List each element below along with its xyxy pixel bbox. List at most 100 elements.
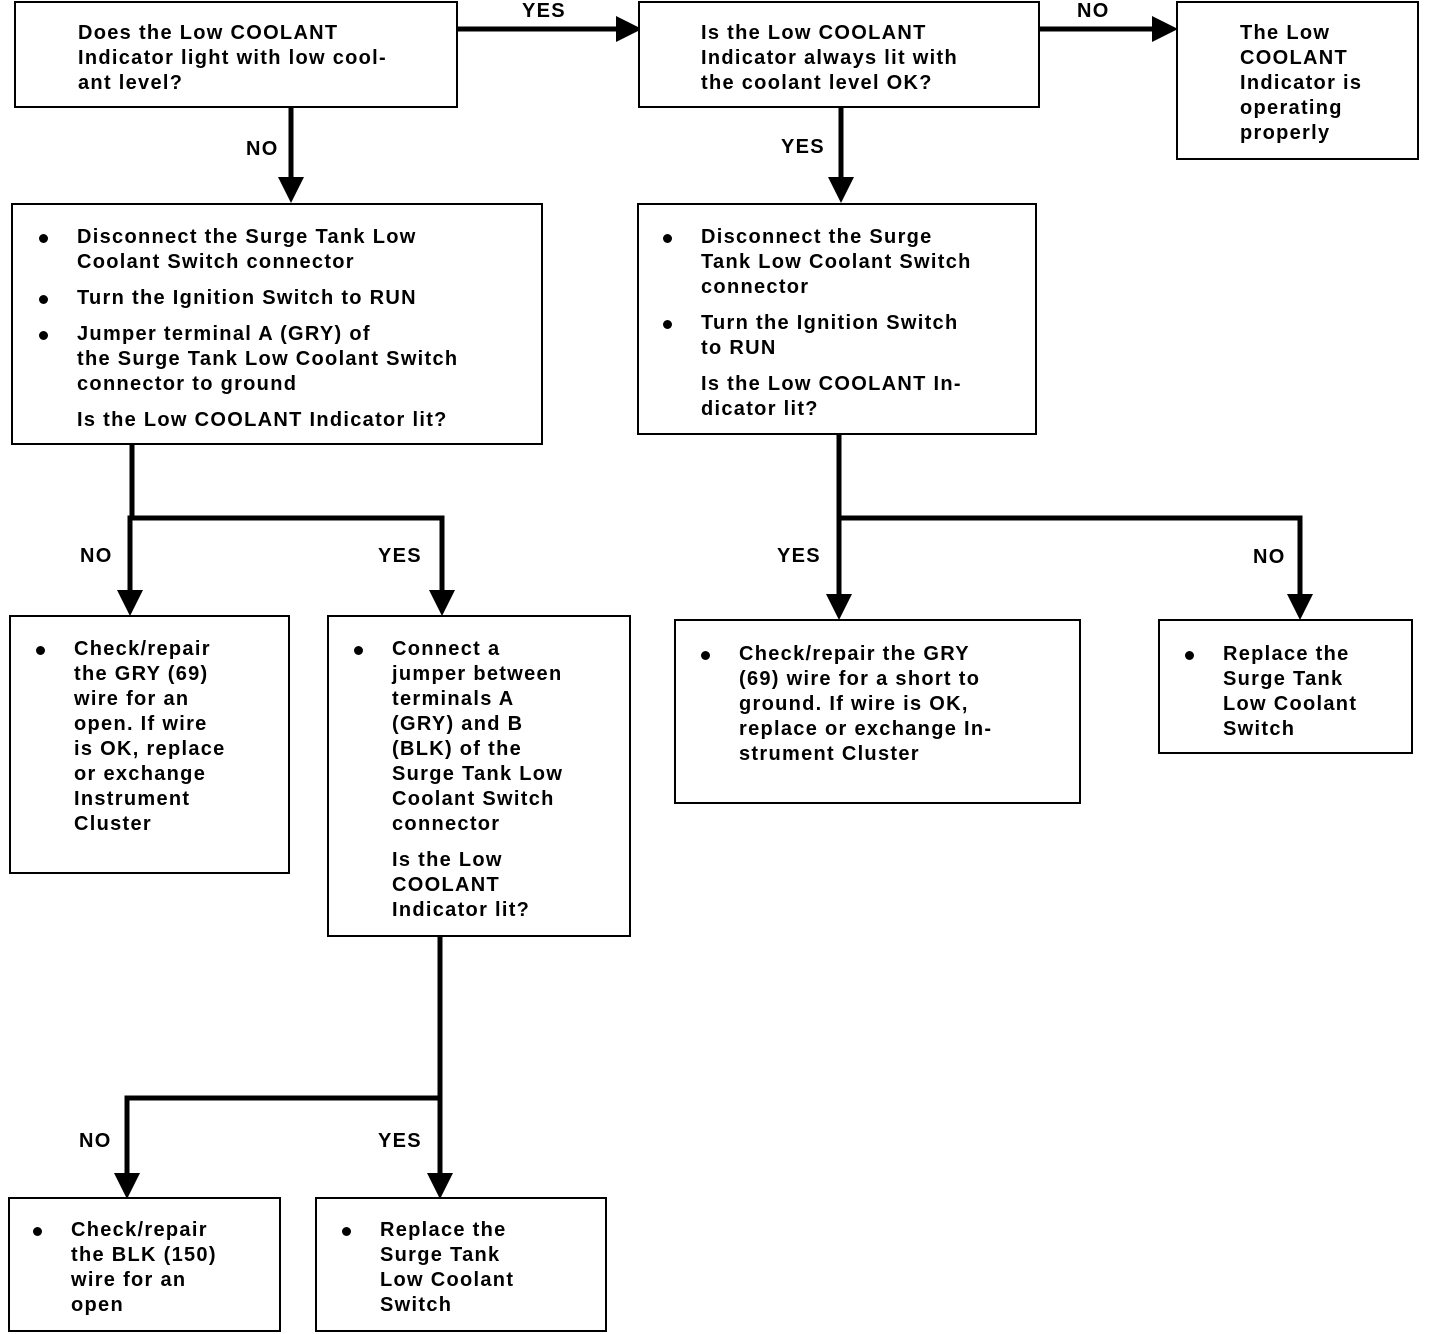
step-item: Disconnect the Surge Tank Low Coolant Sw… (39, 225, 541, 275)
box-line: replace or exchange In- (739, 718, 993, 740)
arrowhead-jumper-no (114, 1173, 140, 1199)
arrowhead-left-no (117, 590, 143, 616)
step-item: Check/repair the BLK (150) wire for an o… (33, 1218, 279, 1318)
step-item: Connect a jumper between terminals A (GR… (354, 637, 629, 837)
box-line: Check/repair (71, 1219, 208, 1241)
step-item: Check/repair the GRY (69) wire for a sho… (701, 642, 1079, 767)
box-line: open (71, 1294, 124, 1316)
box-line: the GRY (69) (74, 663, 209, 685)
box-line: Is the Low COOLANT In- (701, 373, 962, 395)
box-line: dicator lit? (701, 398, 819, 420)
box-line: (BLK) of the (392, 738, 523, 760)
connector-left-trunk (129, 442, 445, 595)
box-line: Does the Low COOLANT (78, 22, 339, 44)
box-line: properly (1240, 122, 1331, 144)
box-line: jumper between (392, 663, 563, 685)
arrowhead-jumper-yes (427, 1173, 453, 1199)
bullet-icon (39, 331, 48, 340)
box-line: Is the Low COOLANT Indicator lit? (77, 409, 448, 431)
bullet-icon (663, 234, 672, 243)
arrowhead-q1-no (278, 177, 304, 203)
box-line: Surge Tank Low (392, 763, 564, 785)
box-line: Low Coolant (380, 1269, 515, 1291)
arrowhead-q1-yes (616, 16, 642, 42)
label-jumper-yes: YES (378, 1130, 422, 1152)
bullet-icon (1185, 651, 1194, 660)
bullet-icon (33, 1227, 42, 1236)
box-line: Connect a (392, 638, 501, 660)
box-line: (GRY) and B (392, 713, 524, 735)
step-item: Jumper terminal A (GRY) of the Surge Tan… (39, 322, 541, 397)
action-check-gry-open: Check/repair the GRY (69) wire for an op… (9, 615, 290, 874)
label-left-no: NO (80, 545, 113, 567)
label-q1-no: NO (246, 138, 279, 160)
step-item: Check/repair the GRY (69) wire for an op… (36, 637, 288, 837)
step-item: Replace the Surge Tank Low Coolant Switc… (342, 1218, 605, 1318)
label-right-no: NO (1253, 546, 1286, 568)
box-line: Low Coolant (1223, 693, 1358, 715)
box-line: Check/repair (74, 638, 211, 660)
box-line: (69) wire for a short to (739, 668, 981, 690)
decision-always-lit: Is the Low COOLANT Indicator always lit … (638, 1, 1040, 108)
bullet-icon (663, 320, 672, 329)
box-line: open. If wire (74, 713, 208, 735)
step-item: Disconnect the Surge Tank Low Coolant Sw… (663, 225, 1035, 300)
box-line: Indicator lit? (392, 899, 531, 921)
step-question: Is the Low COOLANT In- dicator lit? (701, 372, 1035, 422)
box-line: Indicator always lit with (701, 47, 958, 69)
box-line: Check/repair the GRY (739, 643, 970, 665)
box-line: Disconnect the Surge Tank Low (77, 226, 417, 248)
step-question: Is the Low COOLANT Indicator lit? (392, 848, 629, 923)
decision-low-level: Does the Low COOLANT Indicator light wit… (14, 1, 458, 108)
box-line: Is the Low COOLANT (701, 22, 927, 44)
box-line: ground. If wire is OK, (739, 693, 969, 715)
label-right-yes: YES (777, 545, 821, 567)
step-question: Is the Low COOLANT Indicator lit? (77, 408, 541, 433)
step-jumper-terminal-a: Disconnect the Surge Tank Low Coolant Sw… (11, 203, 543, 445)
bullet-icon (354, 646, 363, 655)
action-replace-switch-bottom: Replace the Surge Tank Low Coolant Switc… (315, 1197, 607, 1332)
box-line: Coolant Switch (392, 788, 555, 810)
box-line: ant level? (78, 72, 184, 94)
box-line: the BLK (150) (71, 1244, 217, 1266)
arrowhead-q2-yes (828, 177, 854, 203)
label-left-yes: YES (378, 545, 422, 567)
box-line: Instrument (74, 788, 191, 810)
box-line: Switch (380, 1294, 453, 1316)
box-line: Turn the Ignition Switch to RUN (77, 287, 417, 309)
box-line: Is the Low (392, 849, 503, 871)
label-q2-yes: YES (781, 136, 825, 158)
box-line: Indicator is (1240, 72, 1363, 94)
bullet-icon (701, 651, 710, 660)
box-line: Tank Low Coolant Switch (701, 251, 972, 273)
label-q2-no: NO (1077, 0, 1110, 22)
arrowhead-right-yes (826, 594, 852, 620)
box-line: to RUN (701, 337, 777, 359)
box-line: COOLANT (392, 874, 500, 896)
box-line: Switch (1223, 718, 1296, 740)
box-line: wire for an (74, 688, 190, 710)
box-line: Replace the (1223, 643, 1350, 665)
box-line: terminals A (392, 688, 515, 710)
step-ignition-run: Disconnect the Surge Tank Low Coolant Sw… (637, 203, 1037, 435)
box-line: the Surge Tank Low Coolant Switch (77, 348, 459, 370)
box-line: or exchange (74, 763, 207, 785)
step-item: Turn the Ignition Switch to RUN (663, 311, 1035, 361)
box-line: Surge Tank (1223, 668, 1344, 690)
result-operating-properly: The Low COOLANT Indicator is operating p… (1176, 1, 1419, 160)
bullet-icon (39, 295, 48, 304)
box-line: wire for an (71, 1269, 187, 1291)
box-line: connector to ground (77, 373, 298, 395)
box-line: Turn the Ignition Switch (701, 312, 959, 334)
box-line: connector (392, 813, 501, 835)
box-line: strument Cluster (739, 743, 920, 765)
box-line: operating (1240, 97, 1343, 119)
step-item: Replace the Surge Tank Low Coolant Switc… (1185, 642, 1411, 742)
step-connect-jumper: Connect a jumper between terminals A (GR… (327, 615, 631, 937)
box-line: Surge Tank (380, 1244, 501, 1266)
arrowhead-q2-no (1152, 16, 1178, 42)
box-line: the coolant level OK? (701, 72, 933, 94)
action-replace-switch-right: Replace the Surge Tank Low Coolant Switc… (1158, 619, 1413, 754)
label-jumper-no: NO (79, 1130, 112, 1152)
box-line: Indicator light with low cool- (78, 47, 387, 69)
